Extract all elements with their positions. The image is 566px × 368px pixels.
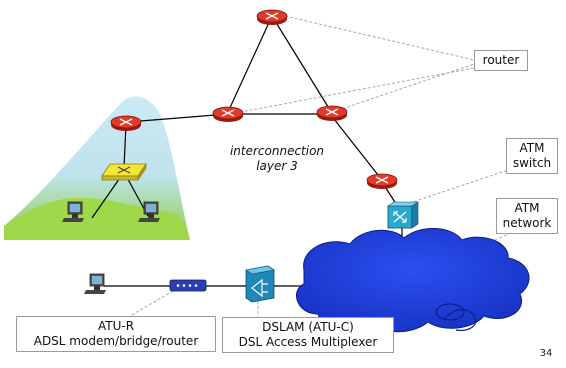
router-icon-edge (366, 173, 398, 189)
dslam-icon (245, 265, 275, 303)
atm-network-cloud (295, 227, 530, 333)
slide-number-text: 34 (539, 348, 553, 359)
dslam-label-line2: DSL Access Multiplexer (238, 335, 378, 349)
workstation-icon-subscriber (84, 273, 106, 294)
atm-switch-label-line2: switch (512, 156, 552, 170)
network-links (91, 15, 403, 287)
workgroup-switch-icon (101, 163, 147, 181)
router-icon-access (110, 115, 142, 131)
slide-number: 34 (534, 348, 558, 361)
router-icon-middle-right (316, 105, 348, 121)
interconnection-label-line1: interconnection (229, 144, 325, 158)
atu-r-label-line2: ADSL modem/bridge/router (33, 334, 199, 348)
atm-network-label-line2: network (502, 216, 552, 230)
atm-switch-label-line1: ATM (519, 141, 545, 155)
atu-r-label-line1: ATU-R (97, 319, 135, 333)
adsl-modem-icon (169, 279, 207, 292)
atm-network-label-line1: ATM (514, 201, 540, 215)
atm-network-label: ATM network (496, 198, 558, 234)
workstation-icon-left (62, 201, 84, 222)
atm-switch-label: ATM switch (506, 138, 558, 174)
router-icon-middle-left (212, 106, 244, 122)
router-icon-top (256, 9, 288, 25)
workstation-icon-right (138, 201, 160, 222)
dslam-label-line1: DSLAM (ATU-C) (262, 320, 354, 334)
dslam-label: DSLAM (ATU-C) DSL Access Multiplexer (222, 317, 394, 353)
atu-r-label: ATU-R ADSL modem/bridge/router (16, 316, 216, 352)
interconnection-label: interconnection layer 3 (222, 144, 332, 174)
router-label-text: router (482, 53, 520, 67)
router-label: router (474, 50, 528, 71)
interconnection-label-line2: layer 3 (256, 159, 298, 173)
atm-switch-icon (387, 201, 419, 229)
